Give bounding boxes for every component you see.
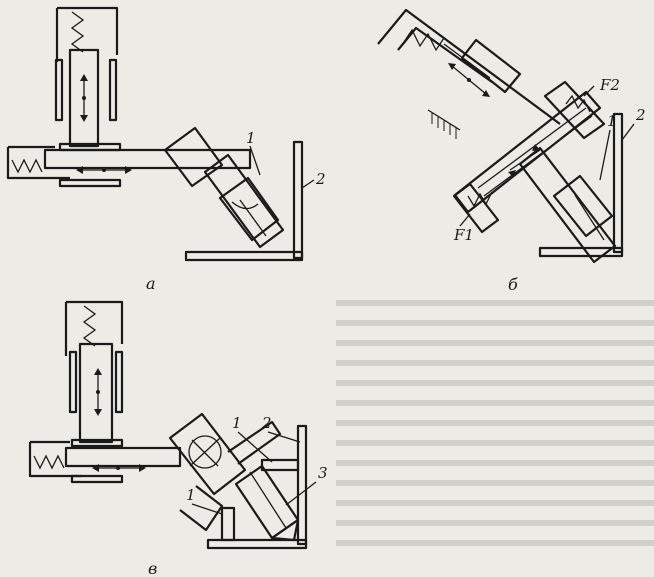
panel-b: F2 F1 1 2 б (377, 8, 646, 294)
panel-v-label-1-top: 1 (232, 414, 242, 432)
panel-b-label-F1: F1 (453, 226, 474, 244)
horizontal-spring-housing (6, 142, 252, 188)
panel-b-label-F2-letter: F2 (599, 76, 620, 94)
panel-b-label-2: 2 (635, 106, 646, 124)
panel-b-label-F1-letter: F1 (453, 226, 474, 244)
panel-v-label-2: 2 (261, 414, 272, 432)
stop-plate-2 (184, 140, 304, 262)
panel-a-label-1: 1 (246, 129, 256, 147)
panel-v-label-1-bottom: 1 (186, 486, 196, 504)
panel-v-caption: в (148, 559, 157, 577)
panel-v-label-3: 3 (318, 464, 328, 482)
panel-v: 1 2 3 1 в (28, 300, 328, 577)
panel-a-caption: а (146, 274, 156, 293)
inclined-arm (163, 126, 285, 249)
panel-b-label-1: 1 (607, 112, 617, 130)
lower-arm (518, 146, 617, 264)
inclined-spring-housing (377, 8, 561, 125)
vertical-spring-housing-v (64, 300, 124, 444)
vertical-spring-housing (54, 6, 119, 148)
panel-b-label-F2: F2 (599, 76, 620, 94)
page-text-background (336, 300, 654, 546)
stop-plate-2b (538, 112, 624, 258)
horizontal-spring-housing-v (28, 438, 182, 484)
panel-b-caption: б (508, 275, 518, 294)
ground-hatch (427, 109, 461, 139)
panel-a: 1 2 а (6, 6, 326, 293)
panel-a-label-2: 2 (315, 170, 326, 188)
stops-v (206, 424, 308, 550)
